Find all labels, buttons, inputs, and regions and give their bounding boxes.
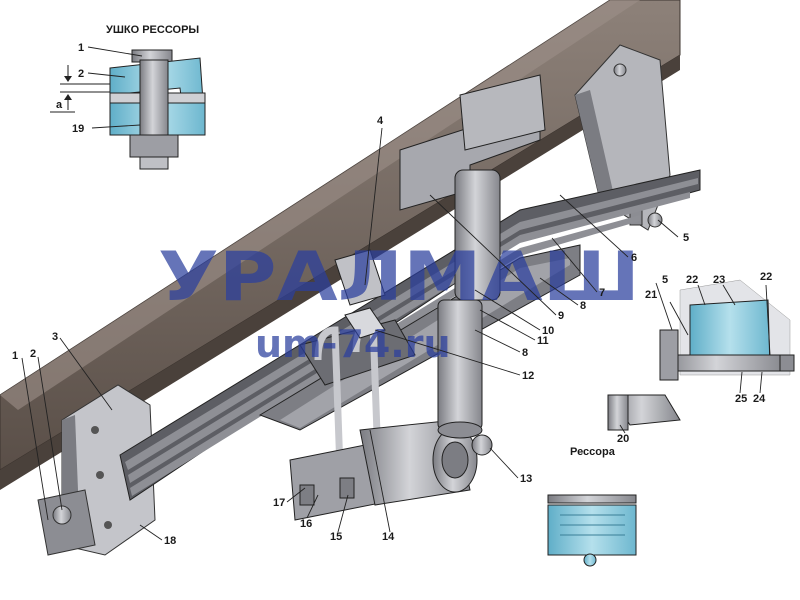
callout-20: 20 xyxy=(617,433,629,445)
gap-label: a xyxy=(56,99,63,111)
callout-1-left: 1 xyxy=(12,350,18,362)
callout-8b: 8 xyxy=(522,347,528,359)
callout-13: 13 xyxy=(520,473,532,485)
callout-7: 7 xyxy=(599,287,605,299)
front-leaf-bracket xyxy=(37,384,156,556)
callout-layer: 1 2 19 4 5 6 7 8 9 10 11 8 12 13 1 2 3 1… xyxy=(12,42,772,547)
inset-spring-pin: Рессора xyxy=(570,279,795,458)
callout-9: 9 xyxy=(558,310,564,322)
callout-22b: 22 xyxy=(760,271,772,283)
callout-1: 1 xyxy=(78,42,84,54)
callout-19: 19 xyxy=(72,123,84,135)
callout-2: 2 xyxy=(78,68,84,80)
inset-spring-title: Рессора xyxy=(570,446,616,458)
inset-spring-eye-title: УШКО РЕССОРЫ xyxy=(106,24,199,36)
callout-21: 21 xyxy=(645,289,657,301)
callout-14: 14 xyxy=(382,531,395,543)
callout-5: 5 xyxy=(683,232,689,244)
callout-3: 3 xyxy=(52,331,58,343)
callout-10: 10 xyxy=(542,325,554,337)
callout-8: 8 xyxy=(580,300,586,312)
watermark-url: um-74.ru xyxy=(255,322,451,366)
inset-spring-section xyxy=(547,494,637,567)
callout-22: 22 xyxy=(686,274,698,286)
shock-absorber xyxy=(334,74,546,456)
callout-5-inset: 5 xyxy=(662,274,668,286)
callout-11: 11 xyxy=(537,335,549,347)
callout-12: 12 xyxy=(522,370,534,382)
callout-17: 17 xyxy=(273,497,285,509)
watermark-main: УРАЛМАШ xyxy=(158,238,640,317)
callout-24: 24 xyxy=(753,393,766,405)
callout-6: 6 xyxy=(631,252,637,264)
axle-assembly xyxy=(289,307,478,521)
callout-16: 16 xyxy=(300,518,312,530)
callout-23: 23 xyxy=(713,274,725,286)
callout-2-left: 2 xyxy=(30,348,36,360)
callout-4: 4 xyxy=(377,115,384,127)
callout-15: 15 xyxy=(330,531,342,543)
callout-25: 25 xyxy=(735,393,747,405)
callout-18: 18 xyxy=(164,535,176,547)
inset-spring-eye: УШКО РЕССОРЫ a xyxy=(50,24,206,170)
